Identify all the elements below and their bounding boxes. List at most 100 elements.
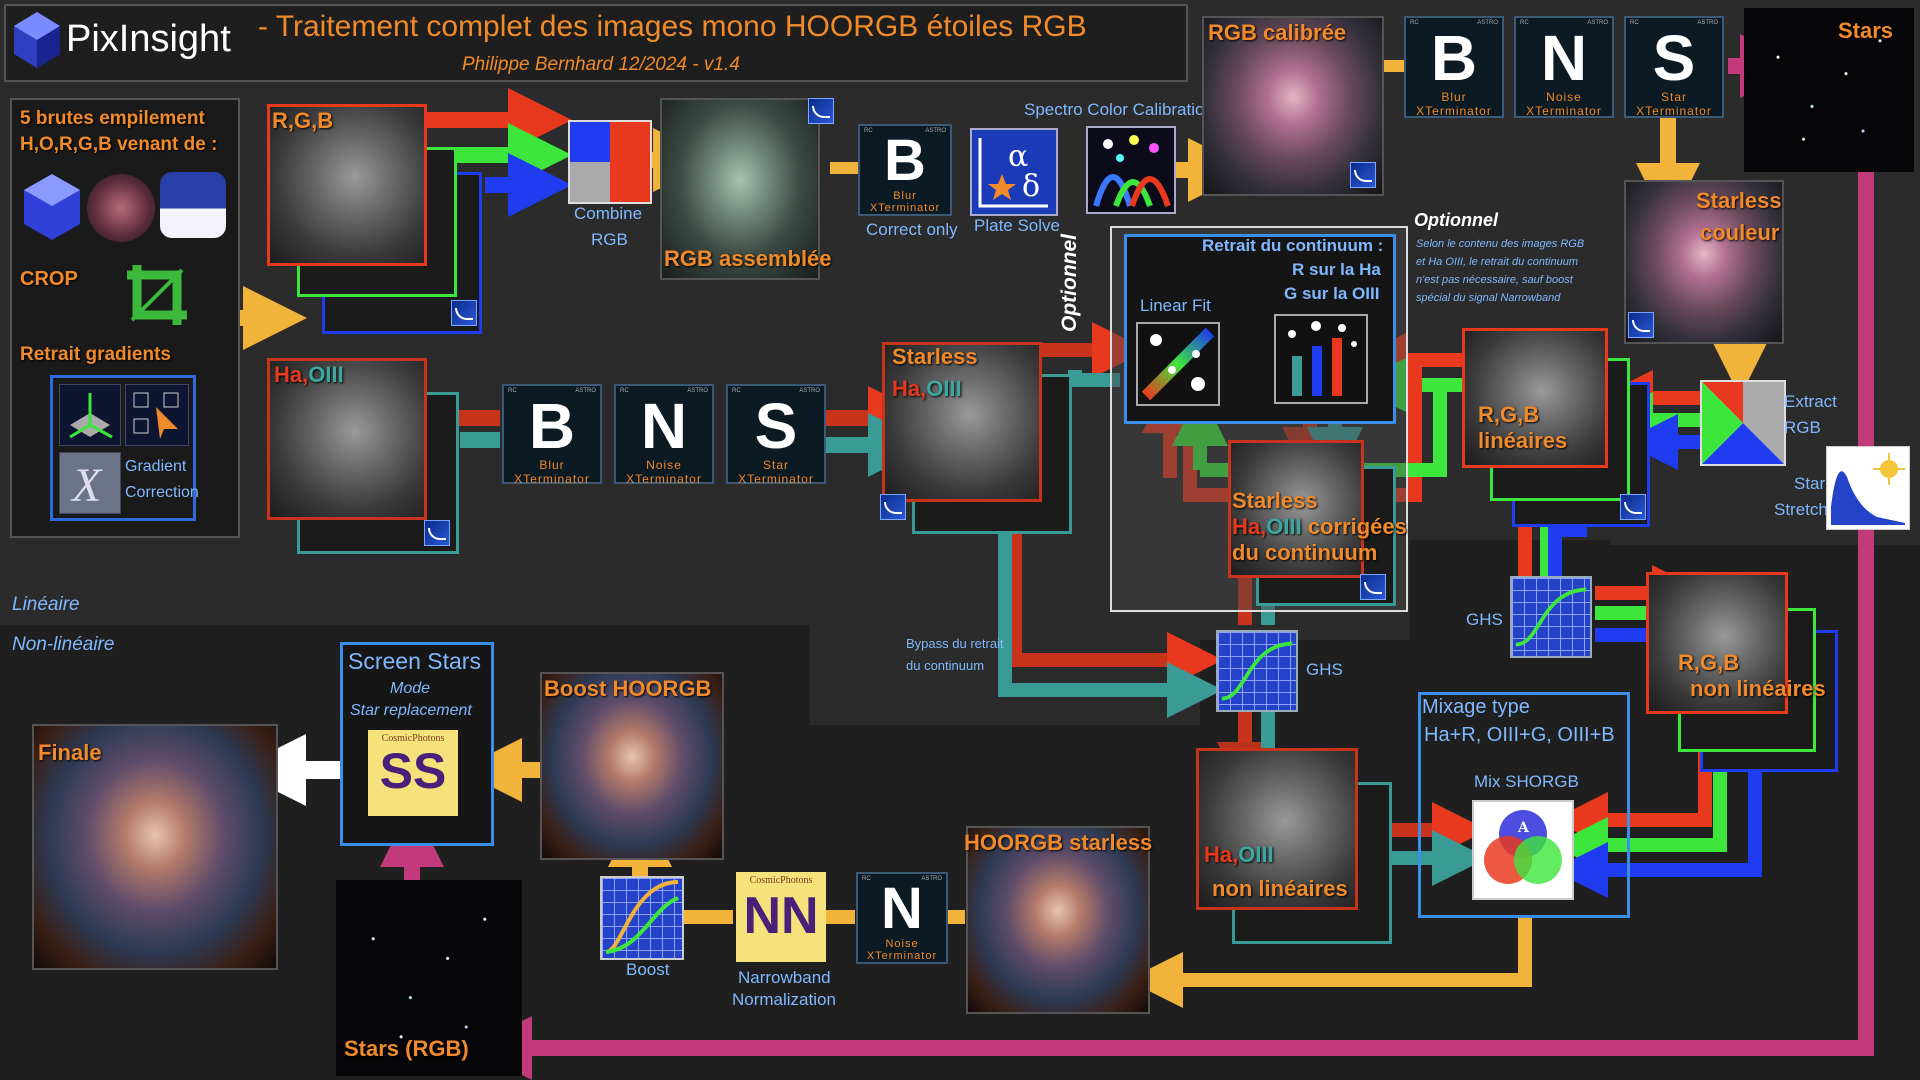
section-non-lineaire: Non-linéaire	[12, 634, 115, 655]
boost-icon[interactable]	[600, 876, 684, 960]
bxt-letter: B	[1430, 22, 1478, 94]
bxt-l1: Blur	[893, 190, 917, 202]
bxt-letter: B	[528, 390, 576, 462]
header-bar	[4, 4, 1188, 82]
bxt-letter: B	[884, 128, 926, 193]
haoiii-stack-badge-icon	[424, 520, 450, 546]
extract-rgb-icon[interactable]	[1700, 380, 1786, 466]
gradient-correction-label-2: Correction	[125, 484, 199, 501]
screen-stars-icon[interactable]: CosmicPhotons SS	[368, 730, 458, 816]
star-stretch-icon[interactable]	[1826, 446, 1910, 530]
oiii-label: OIII	[308, 362, 344, 387]
bxt-l1: Blur	[539, 458, 565, 472]
crop-icon	[122, 260, 192, 330]
linear-fit-icon[interactable]	[1136, 322, 1220, 406]
continuum-icon[interactable]	[1274, 314, 1368, 404]
starless-corr-image	[1228, 440, 1364, 578]
astro-label: ASTRO	[799, 388, 820, 394]
rc-label: RC	[732, 388, 741, 394]
astro-label: ASTRO	[1587, 20, 1608, 26]
rgb-lineaires-label-2: linéaires	[1478, 428, 1568, 453]
author-line: Philippe Bernhard 12/2024 - v1.4	[462, 54, 740, 75]
haoiii-nonlin-label-2: non linéaires	[1212, 876, 1348, 901]
linear-fit-label: Linear Fit	[1140, 296, 1211, 315]
gradient-correction-icon: X	[59, 452, 121, 514]
svg-text:δ: δ	[1022, 169, 1040, 204]
stars-rgb-image	[336, 880, 522, 1076]
app-name: PixInsight	[66, 18, 231, 60]
left-panel-title-2: H,O,R,G,B venant de :	[20, 134, 218, 155]
sxt-l1: Star	[1660, 90, 1687, 104]
starless-haoiii-badge-icon	[880, 494, 906, 520]
narrowband-normalization-icon[interactable]: CosmicPhotons NN	[736, 872, 826, 962]
pixinsight-cube-icon	[22, 172, 82, 242]
rgb-assemblee-badge-icon	[808, 98, 834, 124]
starless-haoiii-image	[882, 342, 1042, 502]
boost-hoorgb-label: Boost HOORGB	[544, 676, 712, 701]
optionnel-vertical-label: Optionnel	[1058, 234, 1081, 332]
rgb-calibree-label: RGB calibrée	[1208, 20, 1347, 45]
starless-haoiii-label-2: Ha,OIII	[892, 376, 962, 402]
bypass-label-1: Bypass du retrait	[906, 636, 1004, 651]
combine-rgb-icon[interactable]	[568, 120, 652, 204]
optionnel-note-l4: spécial du signal Narrowband	[1416, 292, 1561, 304]
mixage-box	[1418, 692, 1630, 918]
rc-label: RC	[1520, 20, 1529, 26]
plate-solve-label: Plate Solve	[974, 216, 1060, 235]
mix-shorgb-icon[interactable]: A	[1472, 800, 1574, 900]
rgb-calibree-badge-icon	[1350, 162, 1376, 188]
astro-app-icon	[87, 174, 155, 242]
gradients-label: Retrait gradients	[20, 344, 171, 365]
ghs-right-label: GHS	[1466, 610, 1503, 629]
boost-hoorgb-image	[540, 672, 724, 860]
ha-label: Ha,	[1232, 514, 1267, 539]
rc-label: RC	[1410, 20, 1419, 26]
boost-label: Boost	[626, 960, 670, 979]
hoorgb-starless-label: HOORGB starless	[964, 830, 1153, 855]
ss-label: SS	[379, 743, 447, 799]
gradient-correction-label-1: Gradient	[125, 458, 187, 475]
starless-couleur-badge-icon	[1628, 312, 1654, 338]
bypass-label-2: du continuum	[906, 658, 985, 673]
left-panel: 5 brutes empilement H,O,R,G,B venant de …	[10, 98, 240, 538]
corrigees-label: corrigées	[1301, 514, 1407, 539]
haoiii-nonlin-label-1: Ha,OIII	[1204, 842, 1274, 868]
starless-corr-label-1: Starless	[1232, 488, 1318, 513]
astro-label: ASTRO	[1477, 20, 1498, 26]
nxt-letter: N	[881, 876, 923, 941]
bxt-l2: XTerminator	[869, 202, 941, 214]
ha-label: Ha,	[1204, 842, 1239, 867]
combine-rgb-label-2: RGB	[591, 230, 628, 249]
nn-label-2: Normalization	[732, 990, 836, 1009]
rc-label: RC	[864, 128, 873, 134]
ghs-right-icon[interactable]	[1510, 576, 1592, 658]
finale-image	[32, 724, 278, 970]
spcc-label: Spectro Color Calibration	[1024, 100, 1214, 119]
spcc-icon[interactable]	[1086, 126, 1176, 214]
finale-label: Finale	[38, 740, 102, 765]
star-stretch-label-2: Stretch	[1774, 500, 1828, 519]
ghs-center-label: GHS	[1306, 660, 1343, 679]
haoiii-stack-image	[267, 358, 427, 520]
gradient-surface-icon	[59, 384, 121, 446]
ghs-center-icon[interactable]	[1216, 630, 1298, 712]
optionnel-note-l3: n'est pas nécessaire, sauf boost	[1416, 274, 1573, 286]
nxt-l2: XTerminator	[626, 472, 702, 486]
cosmic-label: CosmicPhotons	[749, 875, 813, 886]
continuum-r: R sur la Ha	[1292, 260, 1381, 279]
extract-rgb-label-2: RGB	[1784, 418, 1821, 437]
bxt-l2: XTerminator	[1416, 104, 1492, 118]
rc-label: RC	[1630, 20, 1639, 26]
oiii-label: OIII	[1238, 842, 1274, 867]
starless-haoiii-label-1: Starless	[892, 344, 978, 369]
rc-label: RC	[862, 876, 871, 882]
